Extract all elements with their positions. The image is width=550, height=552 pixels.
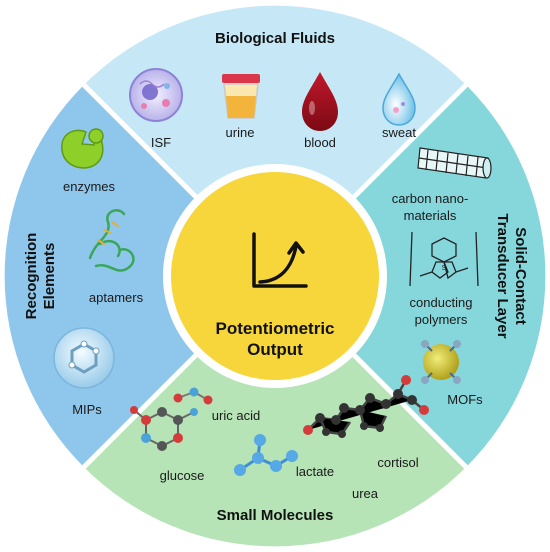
sweat-label: sweat	[382, 125, 416, 140]
cortisol-molecule-icon	[303, 375, 429, 438]
recognition-title-line1: Recognition	[23, 233, 40, 320]
enzyme-icon	[61, 128, 104, 169]
aptamer-icon	[88, 209, 135, 272]
biological-fluids-title: Biological Fluids	[215, 30, 335, 47]
carbon-nanotube-icon	[417, 147, 492, 179]
enzymes-label: enzymes	[63, 179, 116, 194]
mips-label: MIPs	[72, 402, 102, 417]
transducer-title-line2: Transducer Layer	[494, 213, 511, 338]
uric-acid-label: uric acid	[212, 408, 260, 423]
lactate-label: lactate	[296, 464, 334, 479]
blood-label: blood	[304, 135, 336, 150]
center-title-line1: Potentiometric	[215, 319, 334, 338]
recognition-title-line2: Elements	[41, 243, 58, 310]
svg-text:S: S	[442, 265, 447, 272]
sector-bottom	[83, 276, 467, 547]
glucose-molecule-icon	[130, 406, 198, 451]
center-title-line2: Output	[247, 340, 303, 359]
small-molecules-title: Small Molecules	[217, 507, 334, 524]
mofs-label: MOFs	[447, 392, 483, 407]
urine-cup-icon	[222, 74, 260, 119]
carbon-label-line1: carbon nano-	[392, 191, 469, 206]
transducer-title-line1: Solid-Contact	[512, 227, 529, 325]
isf-label: ISF	[151, 135, 171, 150]
polymers-label-line2: polymers	[415, 312, 468, 327]
cortisol-label: cortisol	[377, 455, 418, 470]
mof-icon	[421, 340, 461, 384]
center-circle	[171, 172, 379, 380]
aptamers-label: aptamers	[89, 290, 144, 305]
urine-label: urine	[226, 125, 255, 140]
urea-label: urea	[352, 486, 379, 501]
sector-top	[83, 5, 467, 277]
sweat-drop-icon	[382, 72, 416, 126]
glucose-label: glucose	[160, 468, 205, 483]
lactate-molecule-icon	[234, 434, 298, 476]
blood-drop-icon	[302, 72, 338, 131]
polymer-structure-icon: S	[409, 231, 479, 287]
polymers-label-line1: conducting	[410, 295, 473, 310]
cell-icon	[129, 68, 183, 122]
carbon-label-line2: materials	[404, 208, 457, 223]
mip-icon	[53, 327, 115, 389]
uric-acid-molecule-icon	[173, 387, 213, 405]
graph-icon	[252, 232, 308, 288]
